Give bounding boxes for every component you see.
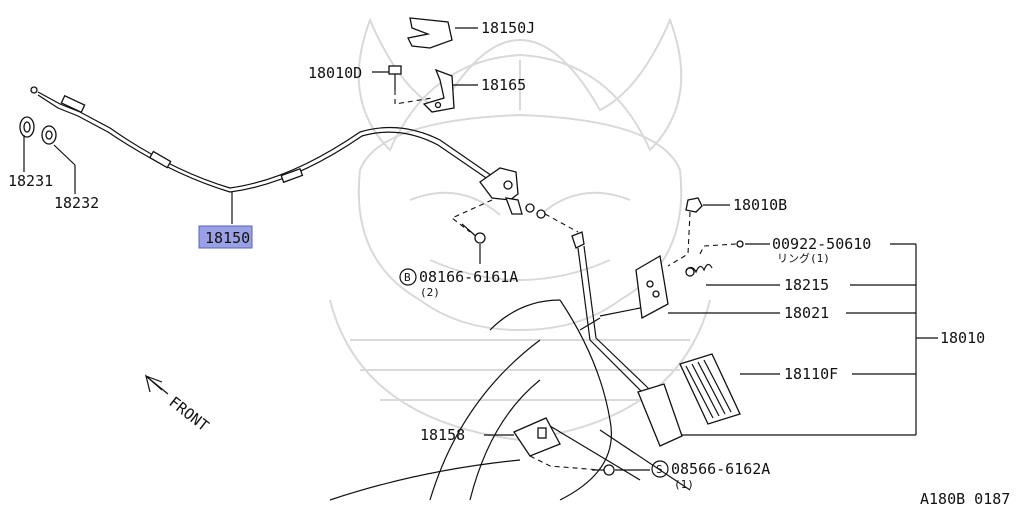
label-ring-qty: リング(1) (777, 251, 830, 265)
pedal-arm (571, 231, 683, 447)
screw-s-mark: S (656, 463, 663, 476)
screw-s-circle-mark (651, 460, 669, 478)
assembly-dash-ring (699, 243, 737, 255)
nut-18010B (685, 197, 703, 213)
bolt-18010D (388, 65, 402, 90)
footer-code: A180B 0187 (920, 490, 1010, 508)
front-label: FRONT (166, 393, 213, 435)
label-18010D: 18010D (308, 64, 362, 82)
label-18021: 18021 (784, 304, 829, 322)
label-18150J: 18150J (481, 19, 535, 37)
label-08566-6162A: 08566-6162A (671, 460, 770, 478)
accelerator-cable (30, 86, 496, 193)
bolt-08166 (461, 223, 486, 244)
pedal-pad-18110F (679, 353, 741, 425)
bracket-18165 (422, 68, 455, 113)
label-00922-50610: 00922-50610 (772, 235, 871, 253)
bolt-b-mark: B (404, 271, 411, 284)
label-18010B: 18010B (733, 196, 787, 214)
screw-08566 (592, 464, 615, 476)
leader-lines (23, 27, 938, 471)
assembly-dash-18010D (394, 90, 433, 105)
label-18150[interactable]: 18150 (205, 229, 250, 247)
floor-panel (329, 299, 691, 501)
label-screw-s-qty: (1) (674, 478, 694, 491)
bolt-b-circle-mark (399, 268, 417, 286)
label-18232: 18232 (54, 194, 99, 212)
assembly-dash-nut (667, 211, 691, 267)
cable-end-bracket (479, 167, 546, 219)
assembly-dash-cable-end (544, 213, 579, 233)
label-18158: 18158 (420, 426, 465, 444)
clip-18150J (407, 17, 453, 49)
front-arrow-icon (144, 374, 169, 395)
grommet-18231 (19, 116, 35, 138)
label-bolt-b-qty: (2) (420, 286, 440, 299)
pedal-bracket-18021 (579, 254, 669, 331)
ring-00922 (736, 240, 744, 248)
label-18165: 18165 (481, 76, 526, 94)
assembly-dash-screw (529, 455, 601, 471)
label-18215: 18215 (784, 276, 829, 294)
spring-18215 (685, 263, 713, 277)
label-18010: 18010 (940, 329, 985, 347)
highlight-18150[interactable] (198, 225, 253, 249)
label-18231: 18231 (8, 172, 53, 190)
stopper-18158 (513, 417, 561, 457)
label-08166-6161A: 08166-6161A (419, 268, 518, 286)
washer-18232 (41, 125, 57, 145)
label-18110F: 18110F (784, 365, 838, 383)
